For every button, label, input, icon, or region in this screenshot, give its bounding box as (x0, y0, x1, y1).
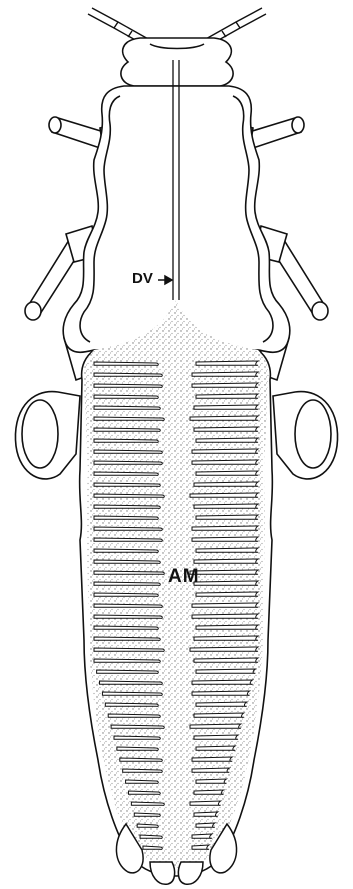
muscle-fibre (94, 571, 164, 574)
muscle-fibre (196, 438, 258, 442)
muscle-fibre (94, 615, 162, 618)
muscle-fibre (192, 680, 252, 684)
muscle-fibre (94, 626, 158, 629)
muscle-fibre (194, 658, 258, 662)
muscle-fibre (108, 714, 160, 717)
muscle-fibre (190, 493, 258, 497)
muscle-fibre (192, 526, 258, 530)
muscle-fibre (192, 372, 258, 376)
muscle-fibre (192, 845, 209, 849)
muscle-fibre (94, 450, 162, 453)
muscle-fibre (192, 757, 232, 761)
muscle-fibre (94, 461, 162, 464)
head (121, 38, 233, 86)
muscle-fibre (94, 472, 158, 475)
muscle-fibre (190, 416, 258, 420)
muscle-fibre (100, 681, 163, 684)
muscle-fibre (94, 582, 160, 585)
muscle-fibre (194, 636, 258, 640)
muscle-fibre (94, 659, 160, 662)
muscle-fibre (196, 592, 258, 596)
muscle-fibre (94, 417, 164, 420)
muscle-fibre (94, 406, 160, 409)
muscle-fibre (194, 405, 258, 409)
muscle-fibre (94, 637, 160, 640)
muscle-fibre (192, 691, 250, 695)
muscle-fibre (194, 812, 218, 816)
muscle-fibre (194, 427, 258, 431)
muscle-fibre (123, 769, 163, 772)
muscle-fibre (194, 713, 244, 717)
muscle-fibre (194, 735, 238, 739)
muscle-fibre (131, 802, 164, 805)
muscle-fibre (190, 801, 221, 805)
muscle-fibre (111, 725, 164, 728)
muscle-fibre (196, 669, 255, 673)
muscle-fibre (196, 746, 235, 750)
muscle-fibre (196, 702, 247, 706)
muscle-fibre (196, 548, 258, 552)
muscle-fibre (196, 779, 226, 783)
muscle-fibre (194, 482, 258, 486)
muscle-fibre (105, 703, 158, 706)
muscle-fibre (94, 494, 164, 497)
muscle-fibre (192, 449, 258, 453)
muscle-fibre (94, 395, 158, 398)
muscle-fibre (194, 581, 258, 585)
muscle-fibre (192, 537, 258, 541)
muscle-fibre (140, 835, 162, 838)
muscle-fibre (94, 593, 158, 596)
muscle-fibre (196, 515, 258, 519)
muscle-fibre (126, 780, 159, 783)
muscle-fibre (94, 560, 160, 563)
muscle-fibre (194, 790, 224, 794)
muscle-fibre (190, 570, 258, 574)
muscle-fibre (196, 361, 258, 365)
muscle-fibre (134, 813, 160, 816)
muscle-fibre (196, 625, 258, 629)
muscle-fibre (120, 758, 162, 761)
muscle-fibre (114, 736, 160, 739)
muscle-fibre (94, 538, 162, 541)
muscle-fibre (190, 647, 258, 651)
muscle-fibre (97, 670, 159, 673)
muscle-fibre (94, 505, 160, 508)
muscle-fibre (94, 373, 162, 376)
muscle-fibre (94, 428, 160, 431)
muscle-fibre (190, 724, 241, 728)
muscle-fibre (102, 692, 162, 695)
muscle-fibre (192, 834, 212, 838)
muscle-fibre (143, 846, 162, 849)
muscle-fibre (194, 504, 258, 508)
muscle-fibre (94, 648, 164, 651)
muscle-fibre (196, 471, 258, 475)
muscle-fibre (94, 483, 160, 486)
muscle-fibre (117, 747, 158, 750)
muscle-fibre (94, 527, 162, 530)
muscle-fibre (94, 604, 162, 607)
muscle-fibre (192, 768, 229, 772)
muscle-fibre (196, 394, 258, 398)
alary-muscle-label: AM (168, 566, 200, 588)
muscle-fibre (94, 549, 158, 552)
muscle-fibre (94, 384, 162, 387)
muscle-fibre (94, 516, 158, 519)
muscle-fibre (192, 614, 258, 618)
muscle-fibre (194, 559, 258, 563)
muscle-fibre (196, 823, 215, 827)
muscle-fibre (128, 791, 160, 794)
muscle-fibre (137, 824, 158, 827)
muscle-fibre (192, 383, 258, 387)
muscle-fibre (192, 460, 258, 464)
muscle-fibre (94, 439, 158, 442)
dorsal-vessel-label: DV (132, 270, 153, 287)
muscle-fibre (192, 603, 258, 607)
muscle-fibre (94, 362, 158, 365)
